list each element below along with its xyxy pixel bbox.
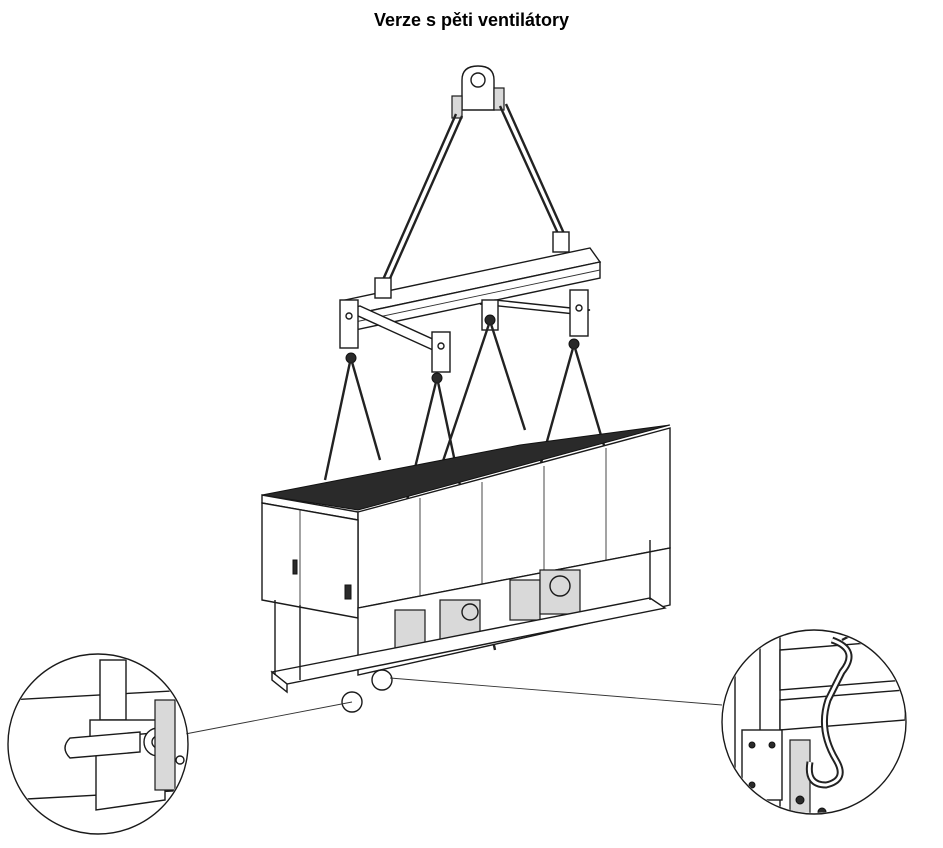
top-lifting-shackle [451, 65, 505, 119]
leader-line-left [179, 701, 353, 736]
detail-left-lifting-point [7, 653, 189, 835]
detail-right-hook [721, 629, 907, 815]
spreader-beam [339, 231, 602, 384]
chiller-unit [261, 424, 671, 713]
leader-line-right [389, 677, 723, 706]
diagram-title: Verze s pěti ventilátory [373, 10, 570, 30]
upper-slings [380, 103, 568, 284]
